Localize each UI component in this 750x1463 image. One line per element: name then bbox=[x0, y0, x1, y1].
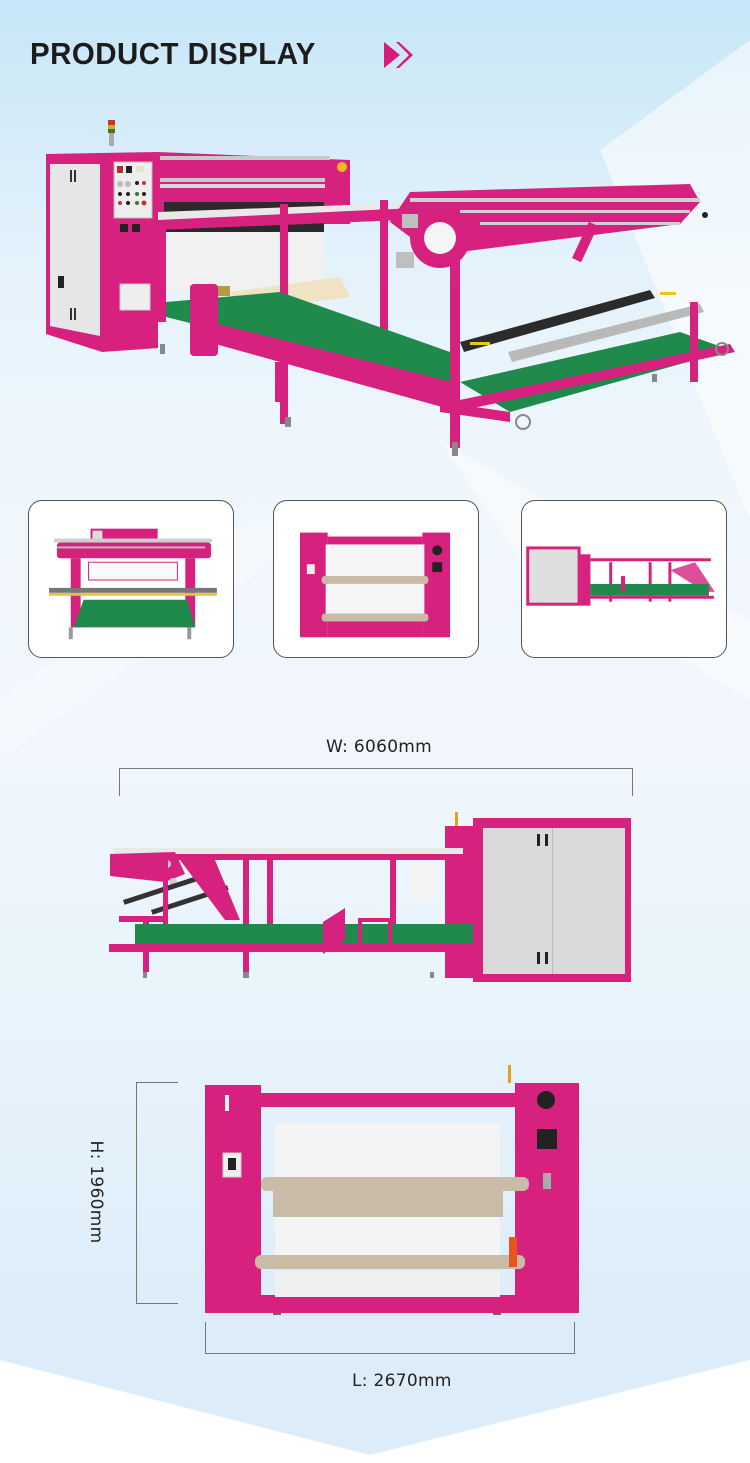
thumbnail-rear-machine-image bbox=[299, 532, 451, 638]
front-machine-image bbox=[205, 1065, 579, 1315]
width-dimension-label: W: 6060mm bbox=[326, 737, 433, 757]
hero-machine-image bbox=[46, 120, 735, 456]
length-dimension-line bbox=[205, 1322, 575, 1354]
thumbnail-side-view[interactable] bbox=[521, 500, 727, 658]
thumbnail-side-machine-image bbox=[526, 546, 715, 606]
thumbnail-front-machine-image bbox=[49, 528, 217, 640]
double-chevron-right-icon bbox=[384, 42, 413, 68]
height-dimension-label: H: 1960mm bbox=[86, 1140, 106, 1244]
thumbnail-rear-view[interactable] bbox=[273, 500, 479, 658]
width-dimension-line bbox=[119, 768, 633, 796]
thumbnail-front-view[interactable] bbox=[28, 500, 234, 658]
height-dimension-line bbox=[136, 1082, 178, 1304]
page-title: PRODUCT DISPLAY bbox=[30, 36, 316, 71]
side-machine-image bbox=[109, 812, 631, 982]
length-dimension-label: L: 2670mm bbox=[352, 1371, 452, 1391]
